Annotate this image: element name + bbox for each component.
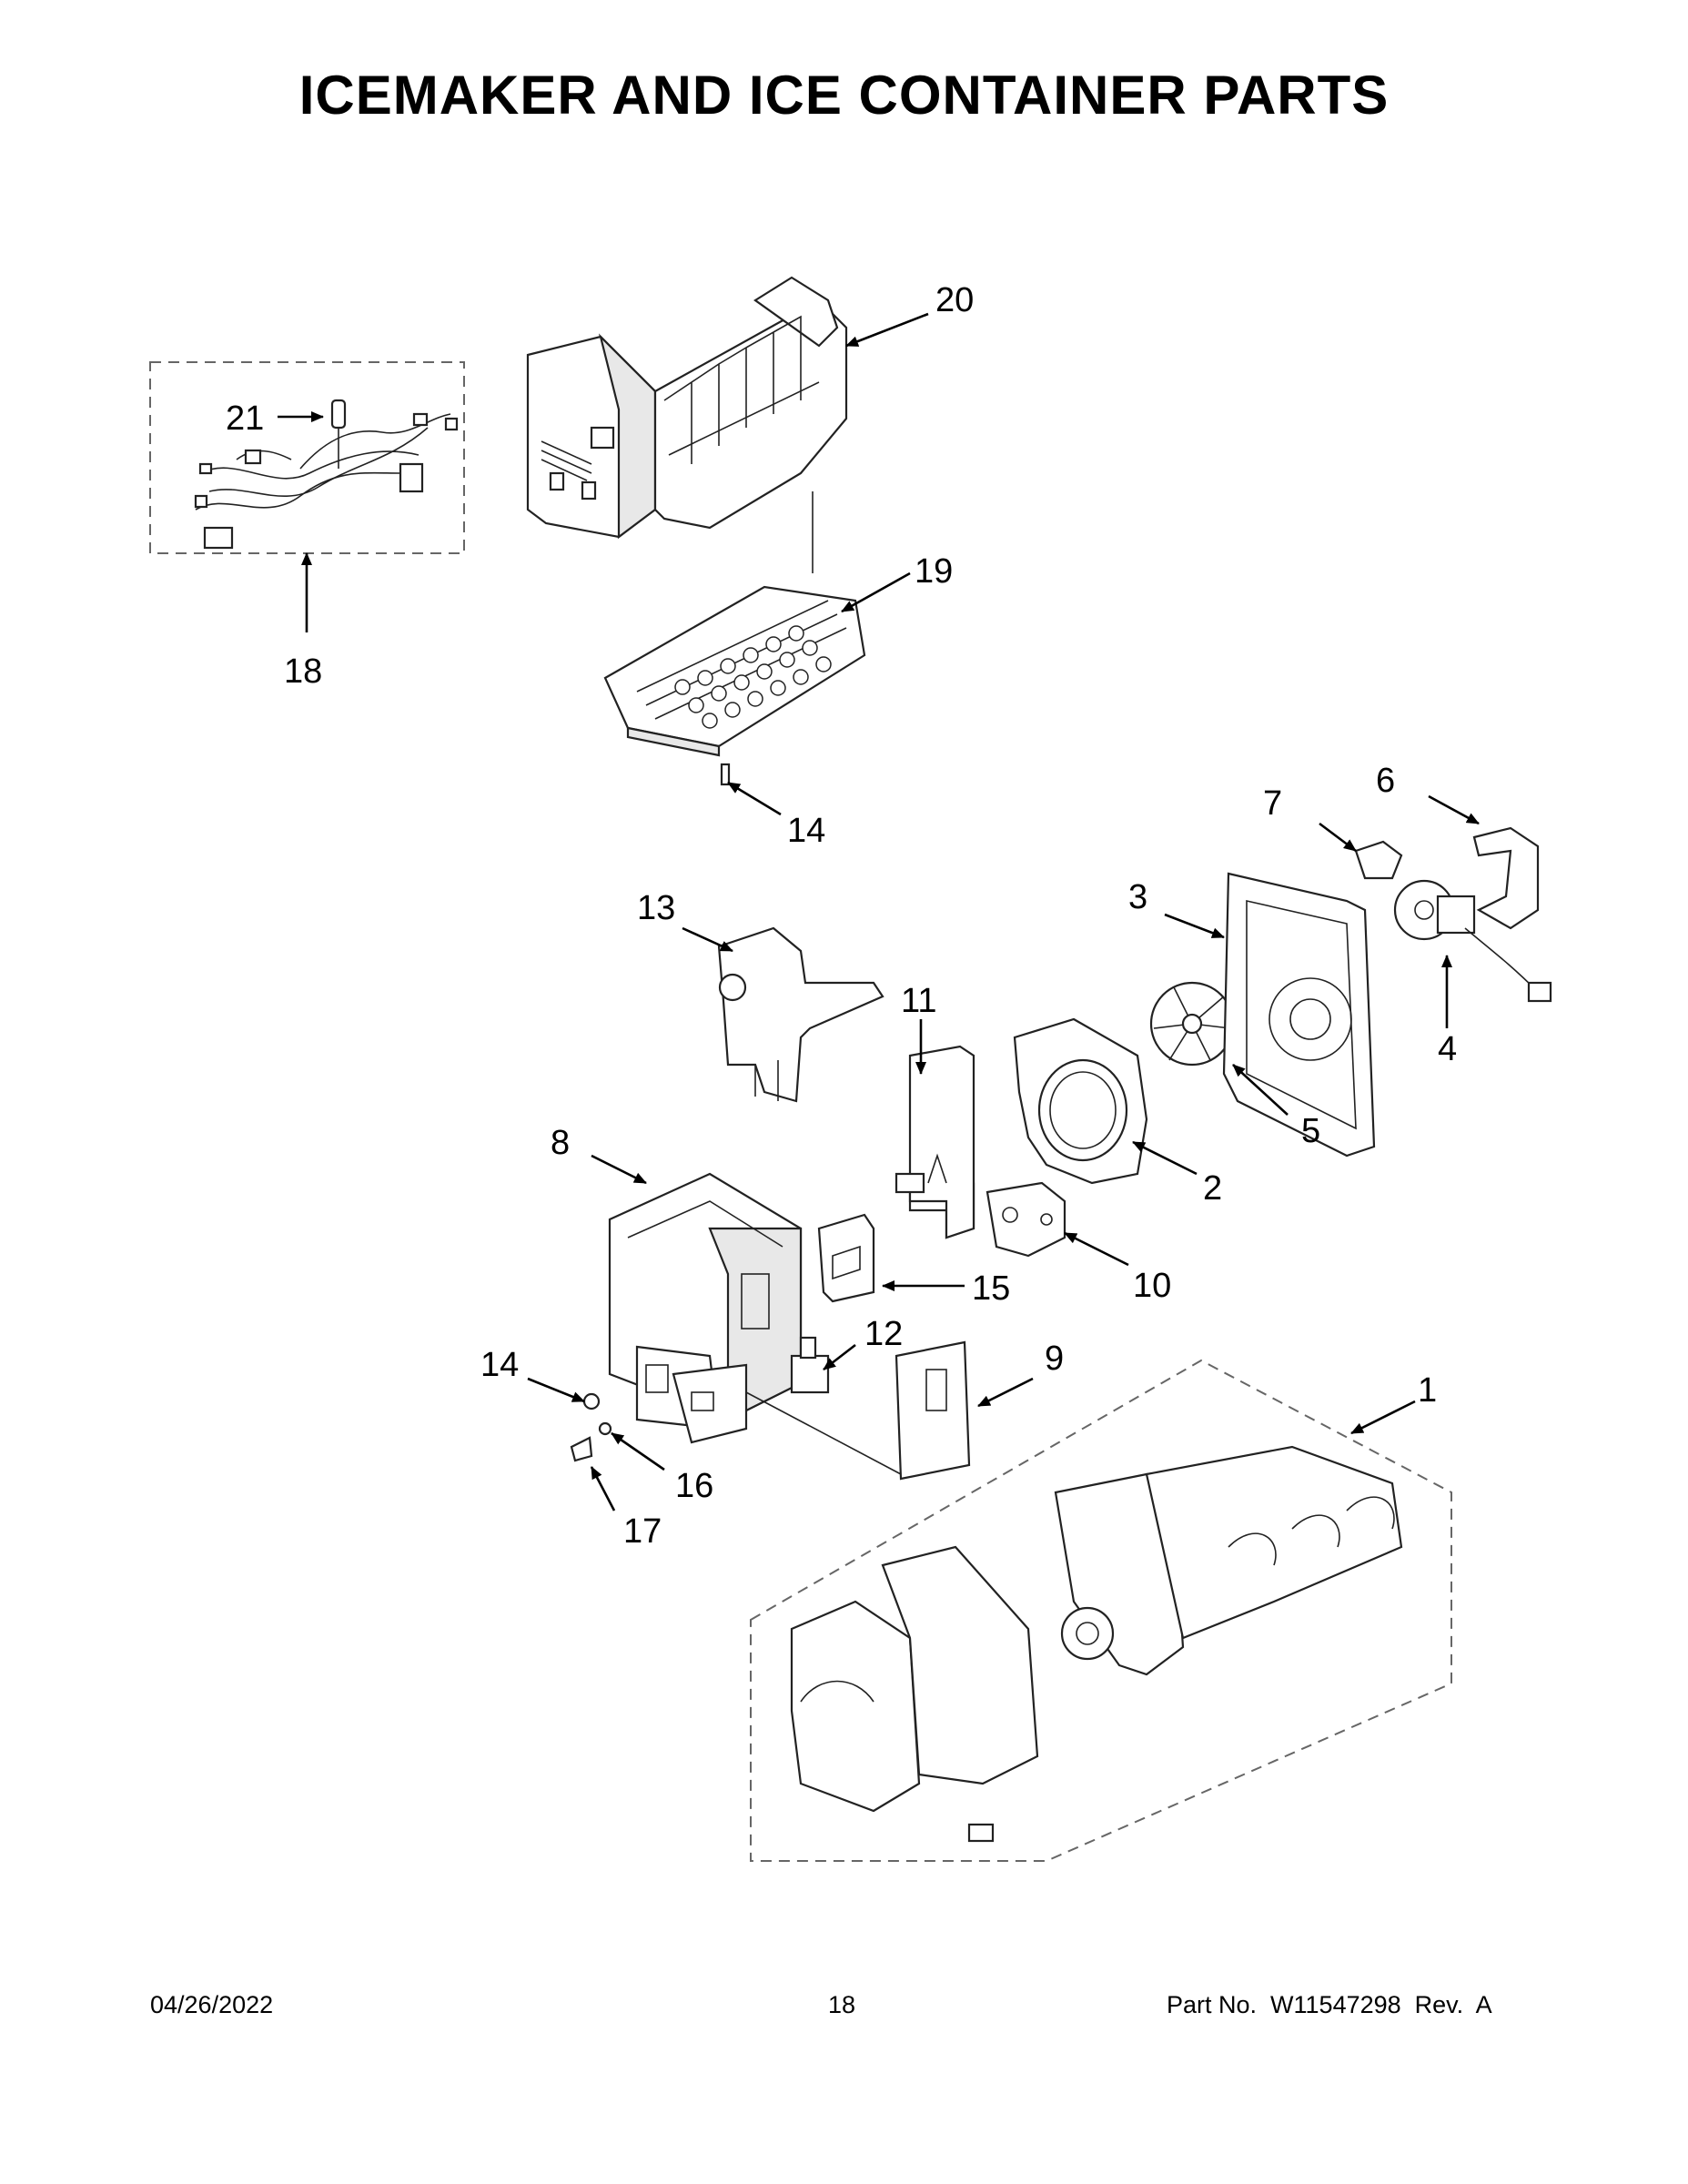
fan-blade-part-5 (1149, 981, 1235, 1067)
ice-chute-part-13 (717, 926, 884, 1103)
callout-18: 18 (284, 652, 322, 691)
callout-7: 7 (1263, 784, 1282, 823)
wiring-harness-part-18 (149, 361, 465, 554)
callout-20: 20 (935, 281, 974, 319)
cover-plate-part-9 (895, 1340, 971, 1481)
dispenser-housing-part-8 (608, 1172, 803, 1444)
callout-1: 1 (1418, 1371, 1437, 1410)
callout-5: 5 (1301, 1112, 1320, 1150)
ice-tray-part-19 (603, 585, 866, 786)
callout-8: 8 (551, 1124, 570, 1162)
fan-housing-part-3 (1222, 872, 1376, 1158)
callout-15: 15 (972, 1269, 1010, 1308)
screw-part-14 (570, 1392, 612, 1462)
ice-container-assembly-part-1 (750, 1359, 1452, 1862)
callout-21: 21 (226, 399, 264, 438)
motor-mount-part-6 (1472, 826, 1540, 930)
motor-bracket-part-7 (1354, 840, 1403, 880)
callout-13: 13 (637, 889, 675, 927)
callout-4: 4 (1438, 1030, 1457, 1068)
callout-14: 14 (787, 812, 825, 850)
page-title: ICEMAKER AND ICE CONTAINER PARTS (298, 65, 1390, 126)
callout-labels: 20 21 18 19 14 7 6 3 4 13 11 5 2 8 10 15… (226, 281, 1457, 1551)
callout-9: 9 (1045, 1340, 1064, 1378)
callout-2: 2 (1203, 1169, 1222, 1208)
callout-14: 14 (480, 1346, 519, 1384)
footer-part-number: Part No. W11547298 Rev. A (1167, 1991, 1492, 2018)
leader-arrows (278, 312, 1480, 1512)
bracket-part-15 (817, 1213, 875, 1303)
solenoid-part-12 (790, 1336, 830, 1394)
callout-12: 12 (864, 1315, 903, 1353)
fan-motor-part-4 (1393, 879, 1552, 1003)
housing-part-11 (895, 1045, 975, 1239)
callout-6: 6 (1376, 762, 1395, 800)
callout-17: 17 (623, 1512, 662, 1551)
auger-motor-part-10 (986, 1181, 1066, 1258)
callout-10: 10 (1133, 1267, 1171, 1305)
thermistor-part-21 (330, 399, 347, 469)
callout-16: 16 (675, 1467, 713, 1505)
callout-19: 19 (915, 552, 953, 591)
icemaker-part-20 (526, 276, 848, 540)
callout-3: 3 (1128, 878, 1147, 916)
fan-shroud-part-2 (1013, 1017, 1148, 1185)
callout-11: 11 (901, 982, 936, 1020)
footer-page-number: 18 (828, 1991, 856, 2018)
footer-date: 04/26/2022 (150, 1991, 274, 2018)
